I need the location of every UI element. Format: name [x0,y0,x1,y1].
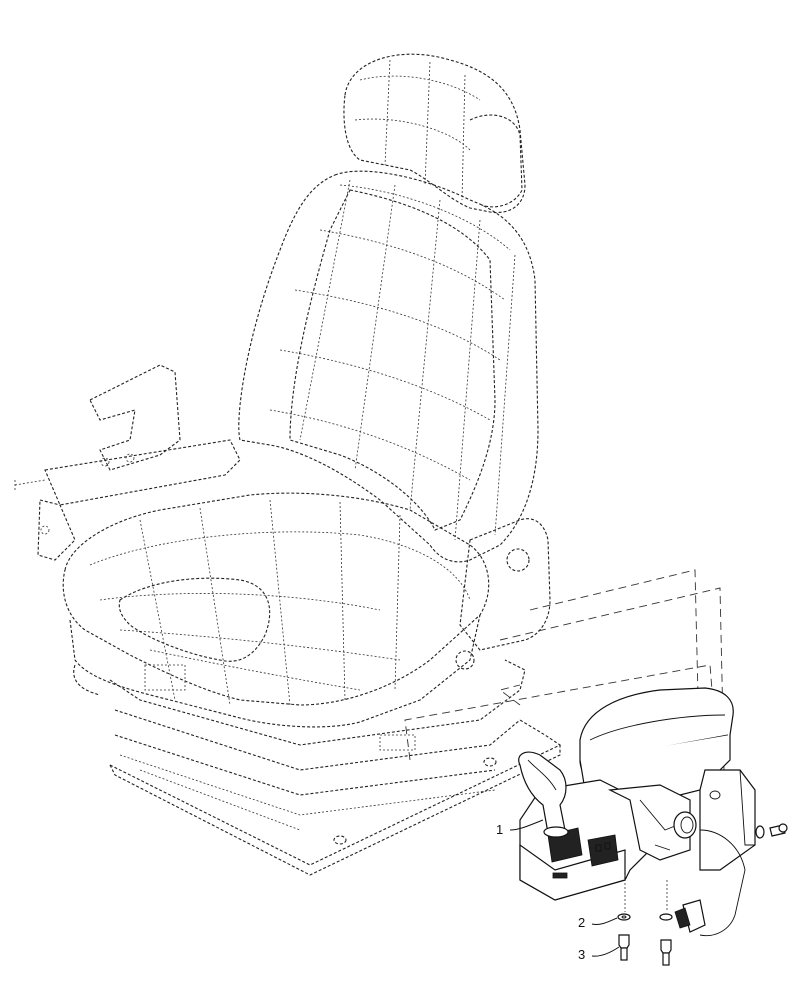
seat-suspension-base [109,659,526,746]
seat-cushion [62,492,490,706]
bolt-icon [618,934,672,966]
seat-recliner-mechanism [459,518,551,651]
mounting-bracket [699,769,756,871]
wiring-harness [699,829,746,937]
callout-2: 2 [578,915,618,930]
joystick-handle [518,751,567,834]
seat-phantom-outline [14,53,562,876]
callout-label: 3 [578,947,585,962]
seat-base-plate [109,719,562,866]
callout-3: 3 [578,946,620,962]
armrest-joystick-console [518,687,788,937]
callout-label: 1 [496,822,503,837]
seat-headrest [343,53,526,214]
fastener-washer-icon [755,823,788,839]
washer-icon [617,913,673,921]
callout-label: 2 [578,915,585,930]
seat-side-bracket [89,364,181,471]
callout-1: 1 [496,819,544,837]
